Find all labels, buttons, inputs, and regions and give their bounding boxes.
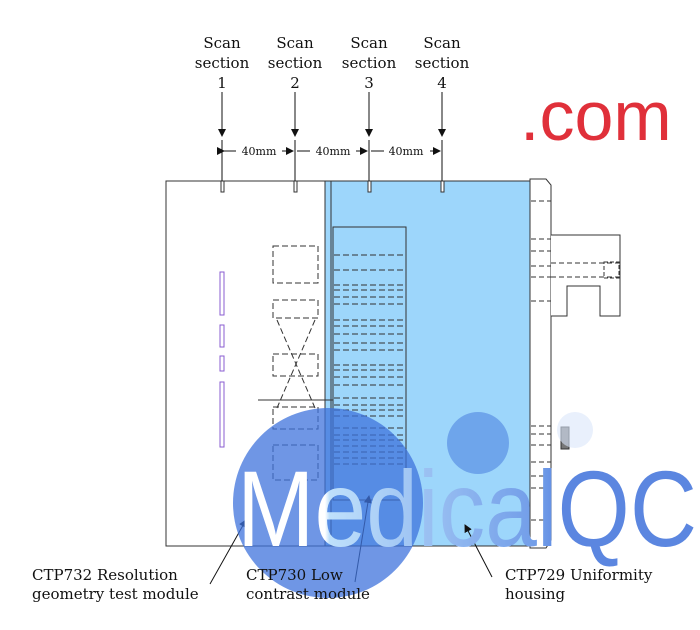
module-label: CTP732 Resolution [32,566,178,584]
scan-section-label: section [342,54,397,72]
mount-bracket [551,234,621,317]
watermark-circle [233,408,423,598]
end-flange [529,178,552,549]
scan-section-label: Scan [276,34,314,52]
watermark-suffix: .com [520,77,672,155]
scan-section-number: 4 [437,74,447,92]
module-label: housing [505,585,566,603]
scan-section-labels: Scan section 1 Scan section 2 Scan section 3 Scan… [195,34,470,92]
scan-section-label: Scan [203,34,241,52]
scan-section-label: section [268,54,323,72]
module-label: CTP729 Uniformity [505,566,653,584]
module-label: CTP730 Low [246,566,343,584]
dimension-2: 40mm [316,145,351,158]
geometry-targets [219,271,225,448]
module-label: geometry test module [32,585,199,603]
dimension-3: 40mm [389,145,424,158]
module-label: contrast module [246,585,370,603]
watermark-logo: MedicalQC .com [233,77,697,598]
scan-section-number: 1 [217,74,227,92]
scan-section-label: Scan [423,34,461,52]
scan-section-number: 2 [290,74,300,92]
scan-arrows [218,92,446,181]
scan-section-label: section [195,54,250,72]
scan-section-number: 3 [364,74,374,92]
watermark-dot [447,412,509,474]
scan-section-label: Scan [350,34,388,52]
flange-lines [531,200,551,521]
dimension-1: 40mm [242,145,277,158]
watermark-text: MedicalQC [237,448,697,569]
watermark-dot-light [557,412,593,448]
scan-section-label: section [415,54,470,72]
